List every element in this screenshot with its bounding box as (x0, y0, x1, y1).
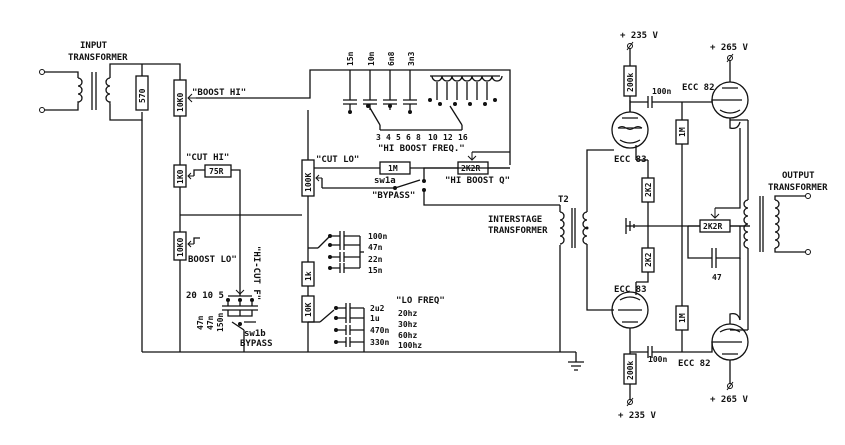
supply-235-top-label: + 235 V (620, 31, 659, 41)
output-transformer-label-2: TRANSFORMER (768, 183, 828, 193)
tube-ecc82-top: ECC 82 (682, 60, 749, 130)
svg-text:5: 5 (396, 133, 401, 142)
resistor-100k-cut-lo-label: 100K (304, 173, 313, 192)
hi-cut-f-label: "HI-CUT F" (251, 246, 261, 300)
bypass-bottom-label: BYPASS (240, 339, 273, 349)
svg-text:15n: 15n (368, 266, 383, 275)
svg-text:10n: 10n (367, 51, 376, 66)
output-transformer: OUTPUT TRANSFORMER (730, 119, 828, 331)
resistor-200k-bottom-label: 200k (626, 361, 635, 380)
power-supply-section: + 235 V 200k 100n + 235 V 200k 100n + 26… (618, 31, 750, 421)
boost-lo-label: BOOST LO" (188, 255, 237, 265)
cap-100n-bottom-label: 100n (648, 355, 667, 364)
ecc82-top-label: ECC 82 (682, 83, 715, 93)
resistor-10k-boost-lo-label: 10K0 (176, 238, 185, 257)
hi-position-labels: 3 4 5 6 8 10 12 16 (376, 133, 468, 142)
resistor-2k2-a-label: 2K2 (644, 182, 653, 197)
boost-hi-label: "BOOST HI" (192, 88, 246, 98)
hi-cut-f-section: "HI-CUT F" 20 10 5 47n 47n 150n sw1b BYP… (186, 246, 273, 352)
tube-ecc83-bottom: ECC 83 (611, 282, 649, 340)
t2-label: T2 (558, 195, 569, 205)
output-terminal-top (805, 193, 811, 199)
lo-freq-section: 1k 10K "LO FREQ" 2u2 1u 470n 330n 20hz 3… (301, 261, 445, 352)
lo-freq-label: "LO FREQ" (396, 296, 445, 306)
resistor-1m-top-label: 1M (388, 164, 398, 173)
supply-265-bottom-label: + 265 V (710, 395, 749, 405)
resistor-570-label: 570 (138, 88, 147, 103)
resistor-1m-mid-top-label: 1M (678, 127, 687, 137)
svg-text:6n8: 6n8 (387, 51, 396, 66)
interstage-label-1: INTERSTAGE (488, 215, 542, 225)
hi-boost-q-label: "HI BOOST Q" (445, 176, 510, 186)
ecc82-bottom-label: ECC 82 (678, 359, 711, 369)
svg-text:330n: 330n (370, 338, 389, 347)
hi-cap-labels: 15n 10n 6n8 3n3 (346, 51, 416, 66)
cap-100n-top-label: 100n (652, 87, 671, 96)
ground-rail (142, 245, 584, 371)
input-transformer-label-1: INPUT (80, 41, 108, 51)
sw1b-label: sw1b (244, 329, 266, 339)
svg-text:47n: 47n (368, 243, 383, 252)
hi-boost-freq-section: 15n 10n 6n8 3n3 3 4 5 6 (343, 51, 503, 154)
svg-text:100n: 100n (368, 232, 387, 241)
cap-47-label: 47 (712, 273, 722, 282)
resistor-1k-mid-label: 1k (304, 271, 313, 281)
boost-hi-pot: 10K0 "BOOST HI" (173, 69, 511, 165)
svg-text:470n: 470n (370, 326, 389, 335)
supply-265-top-label: + 265 V (710, 43, 749, 53)
boost-lo-section: 10K0 BOOST LO" (173, 214, 302, 352)
input-terminal-top (39, 69, 45, 75)
svg-text:6: 6 (406, 133, 411, 142)
resistor-1m-mid-bottom-label: 1M (678, 313, 687, 323)
output-terminal-bottom (805, 249, 811, 255)
svg-text:12: 12 (443, 133, 453, 142)
svg-text:47n: 47n (206, 315, 215, 330)
svg-text:2u2: 2u2 (370, 304, 385, 313)
resistor-2k2-b-label: 2K2 (644, 252, 653, 267)
ecc83-bottom-label: ECC 83 (614, 285, 647, 295)
svg-text:20hz: 20hz (398, 309, 417, 318)
input-transformer: INPUT TRANSFORMER 570 (39, 41, 181, 352)
resistor-10k-lo-label: 10K (304, 302, 313, 317)
resistor-570 (135, 75, 149, 111)
resistor-1k-cut-hi-label: 1K0 (176, 169, 185, 184)
output-pot-section: 2K2R 47 (687, 128, 750, 320)
output-transformer-label-1: OUTPUT (782, 171, 815, 181)
cut-hi-section: "CUT HI" 1K0 75R (173, 153, 241, 296)
svg-text:15n: 15n (346, 51, 355, 66)
pot-2k2r-out-label: 2K2R (703, 222, 722, 231)
svg-text:4: 4 (386, 133, 391, 142)
svg-text:16: 16 (458, 133, 468, 142)
hi-boost-freq-label: "HI BOOST FREQ." (378, 144, 465, 154)
supply-235-bottom-label: + 235 V (618, 411, 657, 421)
resistor-10k-boost-hi-label: 10K0 (176, 93, 185, 112)
svg-text:10: 10 (428, 133, 438, 142)
svg-text:3n3: 3n3 (407, 51, 416, 66)
ecc83-top-label: ECC 83 (614, 155, 647, 165)
svg-text:100hz: 100hz (398, 341, 422, 350)
svg-text:1u: 1u (370, 314, 380, 323)
svg-text:8: 8 (416, 133, 421, 142)
sw1a-label: sw1a (374, 176, 396, 186)
hi-cut-freqs-label: 20 10 5 (186, 291, 224, 301)
cut-lo-section: 100K "CUT LO" sw1a "BYPASS" 100n 47n 22n… (301, 110, 560, 275)
cut-lo-label: "CUT LO" (316, 155, 359, 165)
svg-text:150n: 150n (216, 313, 225, 332)
interstage-label-2: TRANSFORMER (488, 226, 548, 236)
svg-text:60hz: 60hz (398, 331, 417, 340)
interstage-transformer: INTERSTAGE TRANSFORMER T2 (488, 149, 614, 311)
input-transformer-label-2: TRANSFORMER (68, 53, 128, 63)
svg-text:22n: 22n (368, 255, 383, 264)
resistor-75r (204, 164, 232, 178)
resistor-200k-top-label: 200k (626, 73, 635, 92)
bypass-top-label: "BYPASS" (372, 191, 415, 201)
svg-text:47n: 47n (196, 315, 205, 330)
svg-text:3: 3 (376, 133, 381, 142)
svg-text:30hz: 30hz (398, 320, 417, 329)
resistor-75r-label: 75R (209, 167, 224, 176)
input-terminal-bottom (39, 107, 45, 113)
cut-hi-label: "CUT HI" (186, 153, 229, 163)
